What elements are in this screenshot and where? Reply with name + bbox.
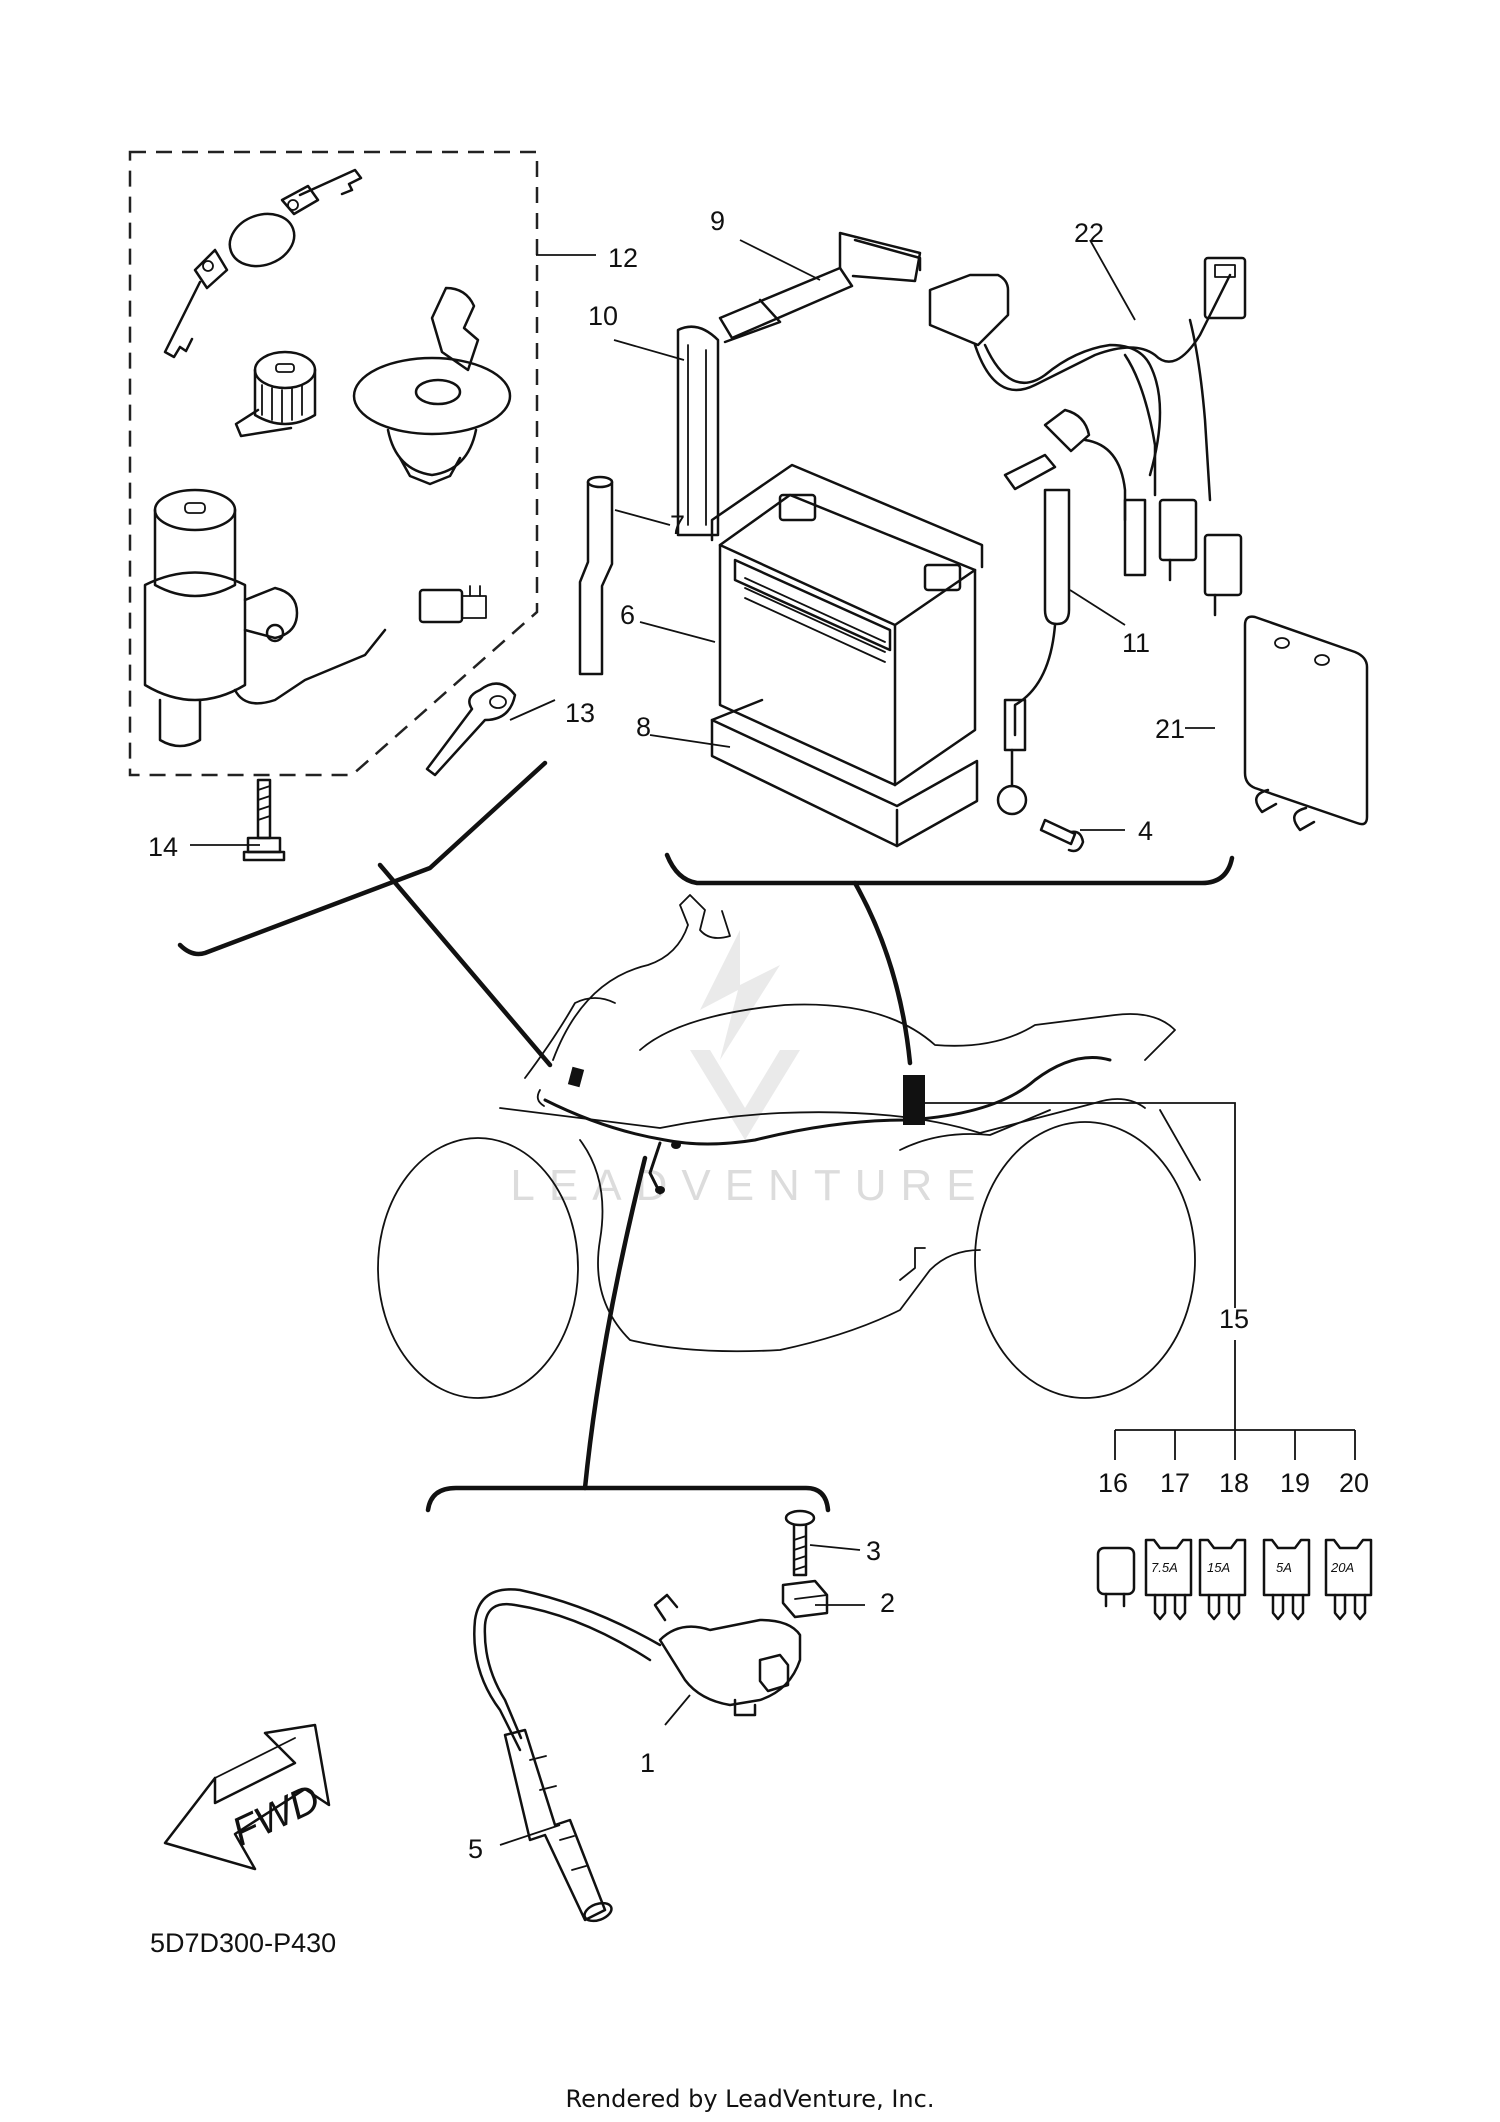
- breather-pipe-icon: [578, 475, 614, 676]
- callout-1: 1: [640, 1748, 655, 1778]
- callout-3: 3: [866, 1536, 881, 1566]
- key-set-group: [128, 150, 539, 777]
- battery-plus-lead-icon: [1043, 408, 1127, 522]
- nut-2-icon: [781, 1579, 829, 1619]
- bolt-3-icon: [784, 1509, 816, 1577]
- fuse-18-icon: [1198, 1538, 1247, 1621]
- callout-13: 13: [565, 698, 595, 728]
- key-ring-icon: [163, 168, 363, 359]
- callout-2: 2: [880, 1588, 895, 1618]
- cover-plate-icon: [1243, 615, 1369, 832]
- callout-7: 7: [670, 510, 685, 540]
- fuse-20-rating: 20A: [1330, 1560, 1354, 1575]
- fuse-17-rating: 7.5A: [1151, 1560, 1178, 1575]
- screw-4-icon: [1039, 818, 1085, 853]
- battery-minus-lead-icon: [996, 453, 1071, 816]
- fuel-cap-icon: [352, 286, 512, 486]
- bike-harness: [536, 1056, 1112, 1195]
- callout-9: 9: [710, 206, 725, 236]
- callout-12: 12: [608, 243, 638, 273]
- fuse-bracket: [925, 1102, 1356, 1460]
- callout-15: 15: [1219, 1304, 1249, 1334]
- fuse-20-icon: [1324, 1538, 1373, 1621]
- key-set-boundary: [128, 150, 539, 777]
- leader-lines: [190, 239, 1215, 1846]
- fwd-label: FWD: [226, 1776, 327, 1854]
- callout-22: 22: [1074, 218, 1104, 248]
- lock-cylinder-icon: [234, 350, 317, 438]
- render-credit: Rendered by LeadVenture, Inc.: [565, 2085, 935, 2113]
- main-switch-icon: [143, 488, 487, 748]
- callout-5: 5: [468, 1834, 483, 1864]
- diagram-code: 5D7D300-P430: [150, 1928, 337, 1958]
- battery-pad-icon: [710, 698, 979, 848]
- fuse-19-rating: 5A: [1276, 1560, 1292, 1575]
- wire-harness-icon: [928, 256, 1247, 617]
- bolt-14-icon: [242, 778, 286, 862]
- callout-21: 21: [1155, 714, 1185, 744]
- spark-plug-cap-icon: [503, 1728, 613, 1923]
- spare-key-icon: [425, 682, 517, 777]
- battery-strap-icon: [676, 325, 720, 537]
- callout-16: 16: [1098, 1468, 1128, 1498]
- fuse-18-rating: 15A: [1207, 1560, 1230, 1575]
- fuse-19-icon: [1262, 1538, 1311, 1621]
- callout-20: 20: [1339, 1468, 1369, 1498]
- ignition-coil-icon: [473, 1588, 802, 1752]
- fwd-arrow-icon: FWD: [163, 1723, 331, 1871]
- battery-icon: [710, 463, 984, 787]
- fuse-17-icon: [1144, 1538, 1193, 1621]
- callout-17: 17: [1160, 1468, 1190, 1498]
- motorcycle-outline: [377, 894, 1201, 1399]
- callout-labels: 1 2 3 4 5 6 7 8 9 10 11 12 13 14 15 16 1…: [148, 206, 1369, 1864]
- callout-14: 14: [148, 832, 178, 862]
- watermark-text: LEADVENTURE: [510, 1161, 989, 1210]
- bracket-lines: [177, 760, 1235, 1513]
- callout-6: 6: [620, 600, 635, 630]
- callout-11: 11: [1122, 628, 1150, 658]
- callout-18: 18: [1219, 1468, 1249, 1498]
- battery-band-icon: [718, 231, 922, 344]
- callout-10: 10: [588, 301, 618, 331]
- watermark-logo: LEADVENTURE: [510, 930, 989, 1210]
- callout-8: 8: [636, 712, 651, 742]
- callout-4: 4: [1138, 816, 1153, 846]
- callout-19: 19: [1280, 1468, 1310, 1498]
- relay-16-icon: [1096, 1546, 1136, 1608]
